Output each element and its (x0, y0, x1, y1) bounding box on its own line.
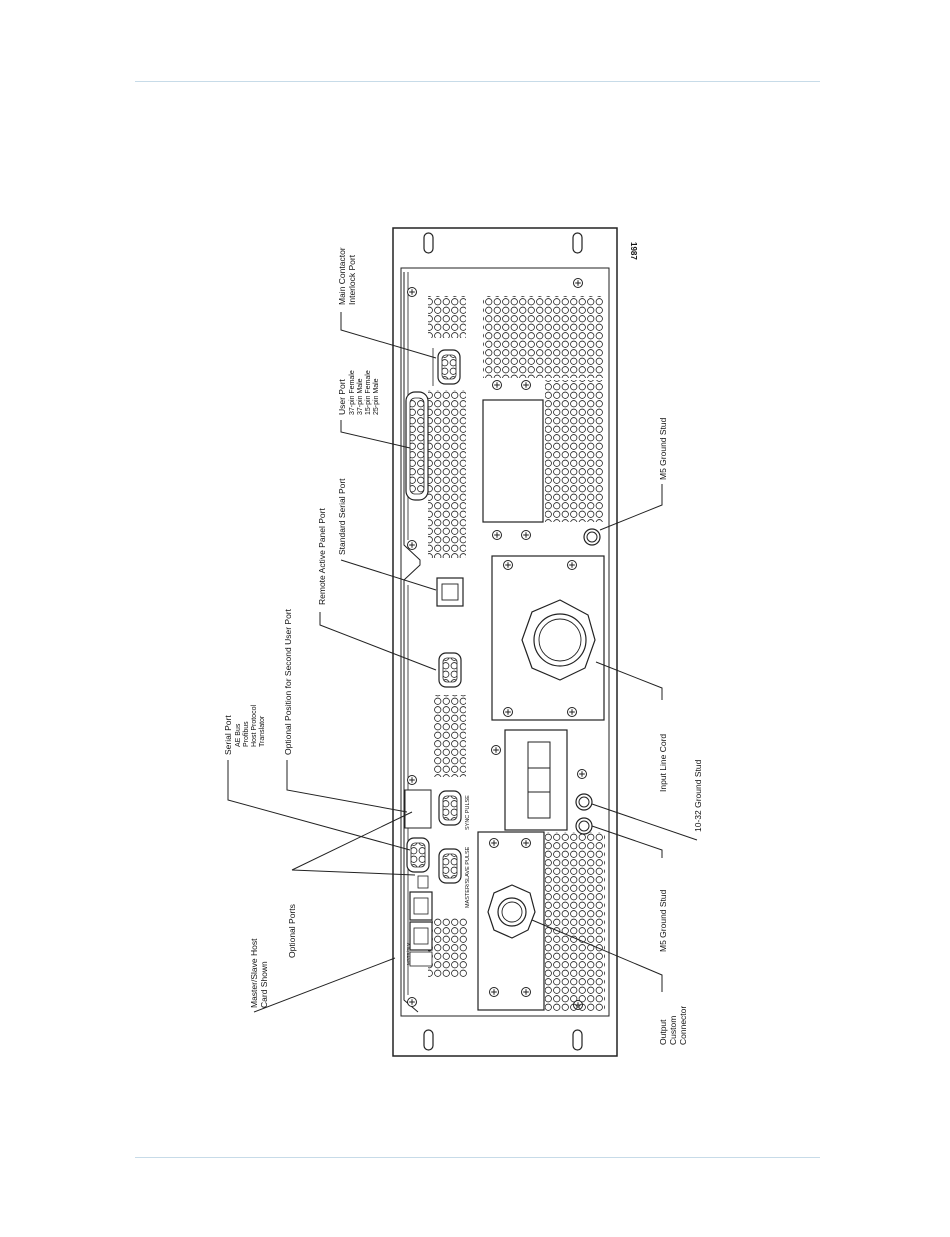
m5-ground-stud-bottom (575, 817, 593, 835)
svg-text:Standard Serial Port: Standard Serial Port (337, 478, 347, 555)
mstr-slv-text: MSTR/SLV (406, 943, 411, 965)
label-plate (482, 399, 544, 523)
optional-ports-bracket (404, 789, 432, 829)
svg-text:Main Contactor: Main Contactor (337, 247, 347, 305)
leader-lines (227, 312, 698, 1013)
callout-serial-port: Serial Port AE Bus Profibus Host Protoco… (223, 705, 266, 755)
svg-text:M5 Ground Stud: M5 Ground Stud (658, 417, 668, 480)
svg-text:Interlock Port: Interlock Port (347, 254, 357, 305)
callout-standard-serial-port: Standard Serial Port (337, 478, 347, 555)
svg-text:Host Protocol: Host Protocol (251, 705, 258, 747)
svg-text:M5 Ground Stud: M5 Ground Stud (658, 889, 668, 952)
svg-text:Output: Output (658, 1019, 668, 1045)
callout-user-port: User Port 37-pin Female 37-pin Male 15-p… (337, 370, 380, 415)
ground-stud-10-32 (575, 793, 593, 811)
svg-text:10-32 Ground Stud: 10-32 Ground Stud (693, 759, 703, 832)
svg-text:Optional Position for Second U: Optional Position for Second User Port (283, 608, 293, 755)
callout-optional-ports: Optional Ports (287, 904, 297, 958)
sync-pulse-port (438, 790, 462, 826)
svg-text:Serial Port: Serial Port (223, 715, 233, 755)
input-line-cord (491, 555, 605, 721)
svg-text:Master/Slave Host: Master/Slave Host (249, 938, 259, 1008)
svg-text:AE Bus: AE Bus (235, 723, 242, 747)
serial-port-connector (406, 837, 430, 873)
main-contactor-port (432, 348, 461, 386)
svg-text:Optional Ports: Optional Ports (287, 904, 297, 958)
svg-text:Connector: Connector (678, 1006, 688, 1045)
svg-text:37-pin Female: 37-pin Female (349, 370, 356, 415)
master-slave-pulse-port (438, 848, 462, 884)
callout-output-custom-connector: Output Custom Connector (658, 1006, 688, 1045)
callout-m5-ground-stud-bottom: M5 Ground Stud (658, 889, 668, 952)
footer-rule (135, 1157, 820, 1158)
svg-text:Input Line Cord: Input Line Cord (658, 734, 668, 792)
callout-input-line-cord: Input Line Cord (658, 734, 668, 792)
figure-id-number: 1987 (629, 242, 638, 260)
svg-text:Translator: Translator (259, 715, 266, 747)
callout-m5-ground-stud-top: M5 Ground Stud (658, 417, 668, 480)
callout-main-contactor: Main Contactor Interlock Port (337, 247, 357, 305)
vent-holes (428, 296, 605, 1012)
circuit-breaker (491, 729, 568, 831)
user-port-connector (405, 391, 429, 501)
output-custom-connector (477, 831, 545, 1011)
callout-10-32-ground-stud: 10-32 Ground Stud (693, 759, 703, 832)
svg-text:Profibus: Profibus (243, 721, 250, 747)
m5-ground-stud-top (583, 528, 601, 546)
svg-text:25-pin Male: 25-pin Male (373, 378, 380, 415)
remote-active-panel-port (436, 577, 464, 607)
master-slave-host-card (409, 875, 433, 967)
header-rule (135, 81, 820, 82)
svg-text:User Port: User Port (337, 378, 347, 415)
master-slave-pulse-text: MASTER/SLAVE PULSE (465, 846, 471, 908)
callout-optional-second-user-port: Optional Position for Second User Port (283, 608, 293, 755)
callout-master-slave-host-card: Master/Slave Host Card Shown (249, 938, 269, 1008)
callout-remote-active-panel-port: Remote Active Panel Port (317, 508, 327, 605)
optional-second-user-port (438, 652, 462, 688)
svg-text:Remote Active Panel Port: Remote Active Panel Port (317, 508, 327, 605)
svg-text:Card Shown: Card Shown (259, 961, 269, 1008)
sync-pulse-text: SYNC PULSE (465, 795, 471, 830)
svg-text:15-pin Female: 15-pin Female (365, 370, 372, 415)
svg-text:37-pin Male: 37-pin Male (357, 378, 364, 415)
svg-text:Custom: Custom (668, 1016, 678, 1045)
